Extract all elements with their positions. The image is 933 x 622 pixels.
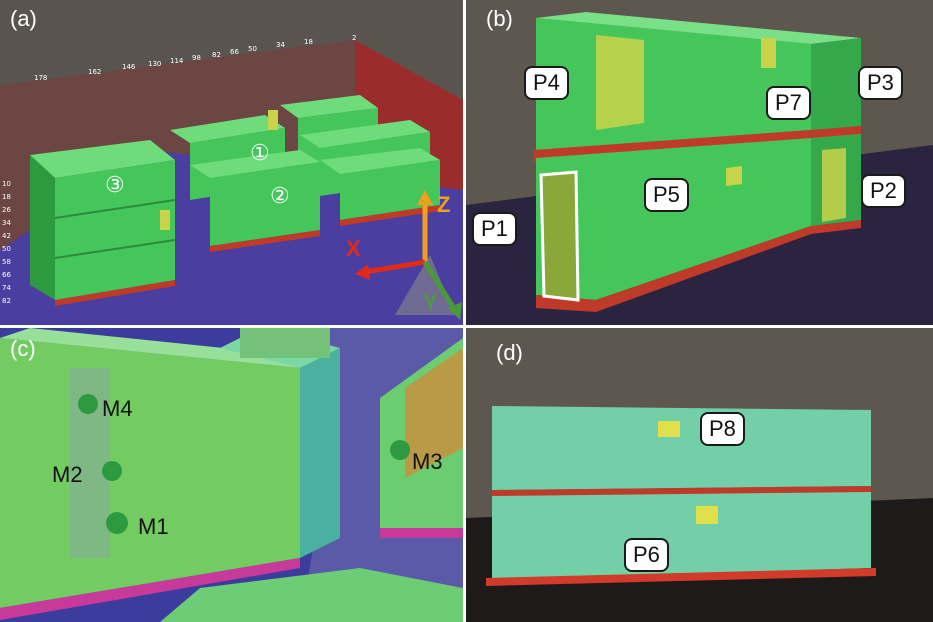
- tick: 34: [2, 219, 11, 227]
- marker-m2: M2: [52, 462, 83, 487]
- tick: 66: [230, 48, 239, 56]
- tick: 18: [304, 38, 313, 46]
- tick: 50: [2, 245, 11, 253]
- circle-label-2: ②: [270, 183, 290, 208]
- panel-b-scene: [466, 12, 933, 325]
- panel-c-scene: [0, 328, 463, 622]
- panel-a-label: (a): [10, 6, 37, 31]
- container-group-2: [160, 110, 440, 252]
- panel-b: (b) P4 P7 P3 P5 P2 P1: [466, 0, 933, 325]
- callout-p3: P3: [858, 66, 903, 100]
- panel-d-scene: [466, 406, 933, 622]
- tick: 74: [2, 284, 11, 292]
- tick: 66: [2, 271, 11, 279]
- tick: 82: [212, 51, 221, 59]
- container-group-3: [30, 140, 176, 306]
- panel-b-label: (b): [486, 6, 513, 31]
- side-tick-column: 10 18 26 34 42 50 58 66 74 82: [2, 180, 22, 320]
- callout-p4: P4: [524, 66, 569, 100]
- callout-p8: P8: [700, 412, 745, 446]
- panel-d: (d) P8 P6: [466, 328, 933, 622]
- tick: 50: [248, 45, 257, 53]
- circle-label-1: ①: [250, 140, 270, 165]
- panel-a: (a) ① ② ③ Z X Y 178 162 146 130 114 98 8…: [0, 0, 463, 325]
- tick: 114: [170, 57, 184, 65]
- marker-m4: M4: [102, 396, 133, 421]
- panel-a-scene: [0, 40, 463, 325]
- marker-m1: M1: [138, 514, 169, 539]
- marker-m3: M3: [412, 449, 443, 474]
- tick: 26: [2, 206, 11, 214]
- callout-p7: P7: [766, 86, 811, 120]
- tick: 146: [122, 63, 136, 71]
- callout-p1: P1: [472, 212, 517, 246]
- tick: 82: [2, 297, 11, 305]
- panel-d-label: (d): [496, 340, 523, 365]
- tick: 58: [2, 258, 11, 266]
- tick: 2: [352, 34, 357, 42]
- callout-p2: P2: [861, 174, 906, 208]
- callout-p6: P6: [624, 538, 669, 572]
- callout-p5: P5: [644, 178, 689, 212]
- tick: 162: [88, 68, 102, 76]
- panel-c-label: (c): [10, 336, 36, 361]
- panel-c: (c) M4 M2 M1 M3: [0, 328, 463, 622]
- tick: 130: [148, 60, 162, 68]
- x-axis-label: X: [346, 236, 361, 261]
- circle-label-3: ③: [105, 172, 125, 197]
- tick: 98: [192, 54, 201, 62]
- tick: 178: [34, 74, 48, 82]
- tick: 10: [2, 180, 11, 188]
- tick: 18: [2, 193, 11, 201]
- tick: 42: [2, 232, 11, 240]
- z-axis-label: Z: [437, 192, 451, 217]
- tick: 34: [276, 41, 285, 49]
- y-axis-label: Y: [423, 290, 438, 315]
